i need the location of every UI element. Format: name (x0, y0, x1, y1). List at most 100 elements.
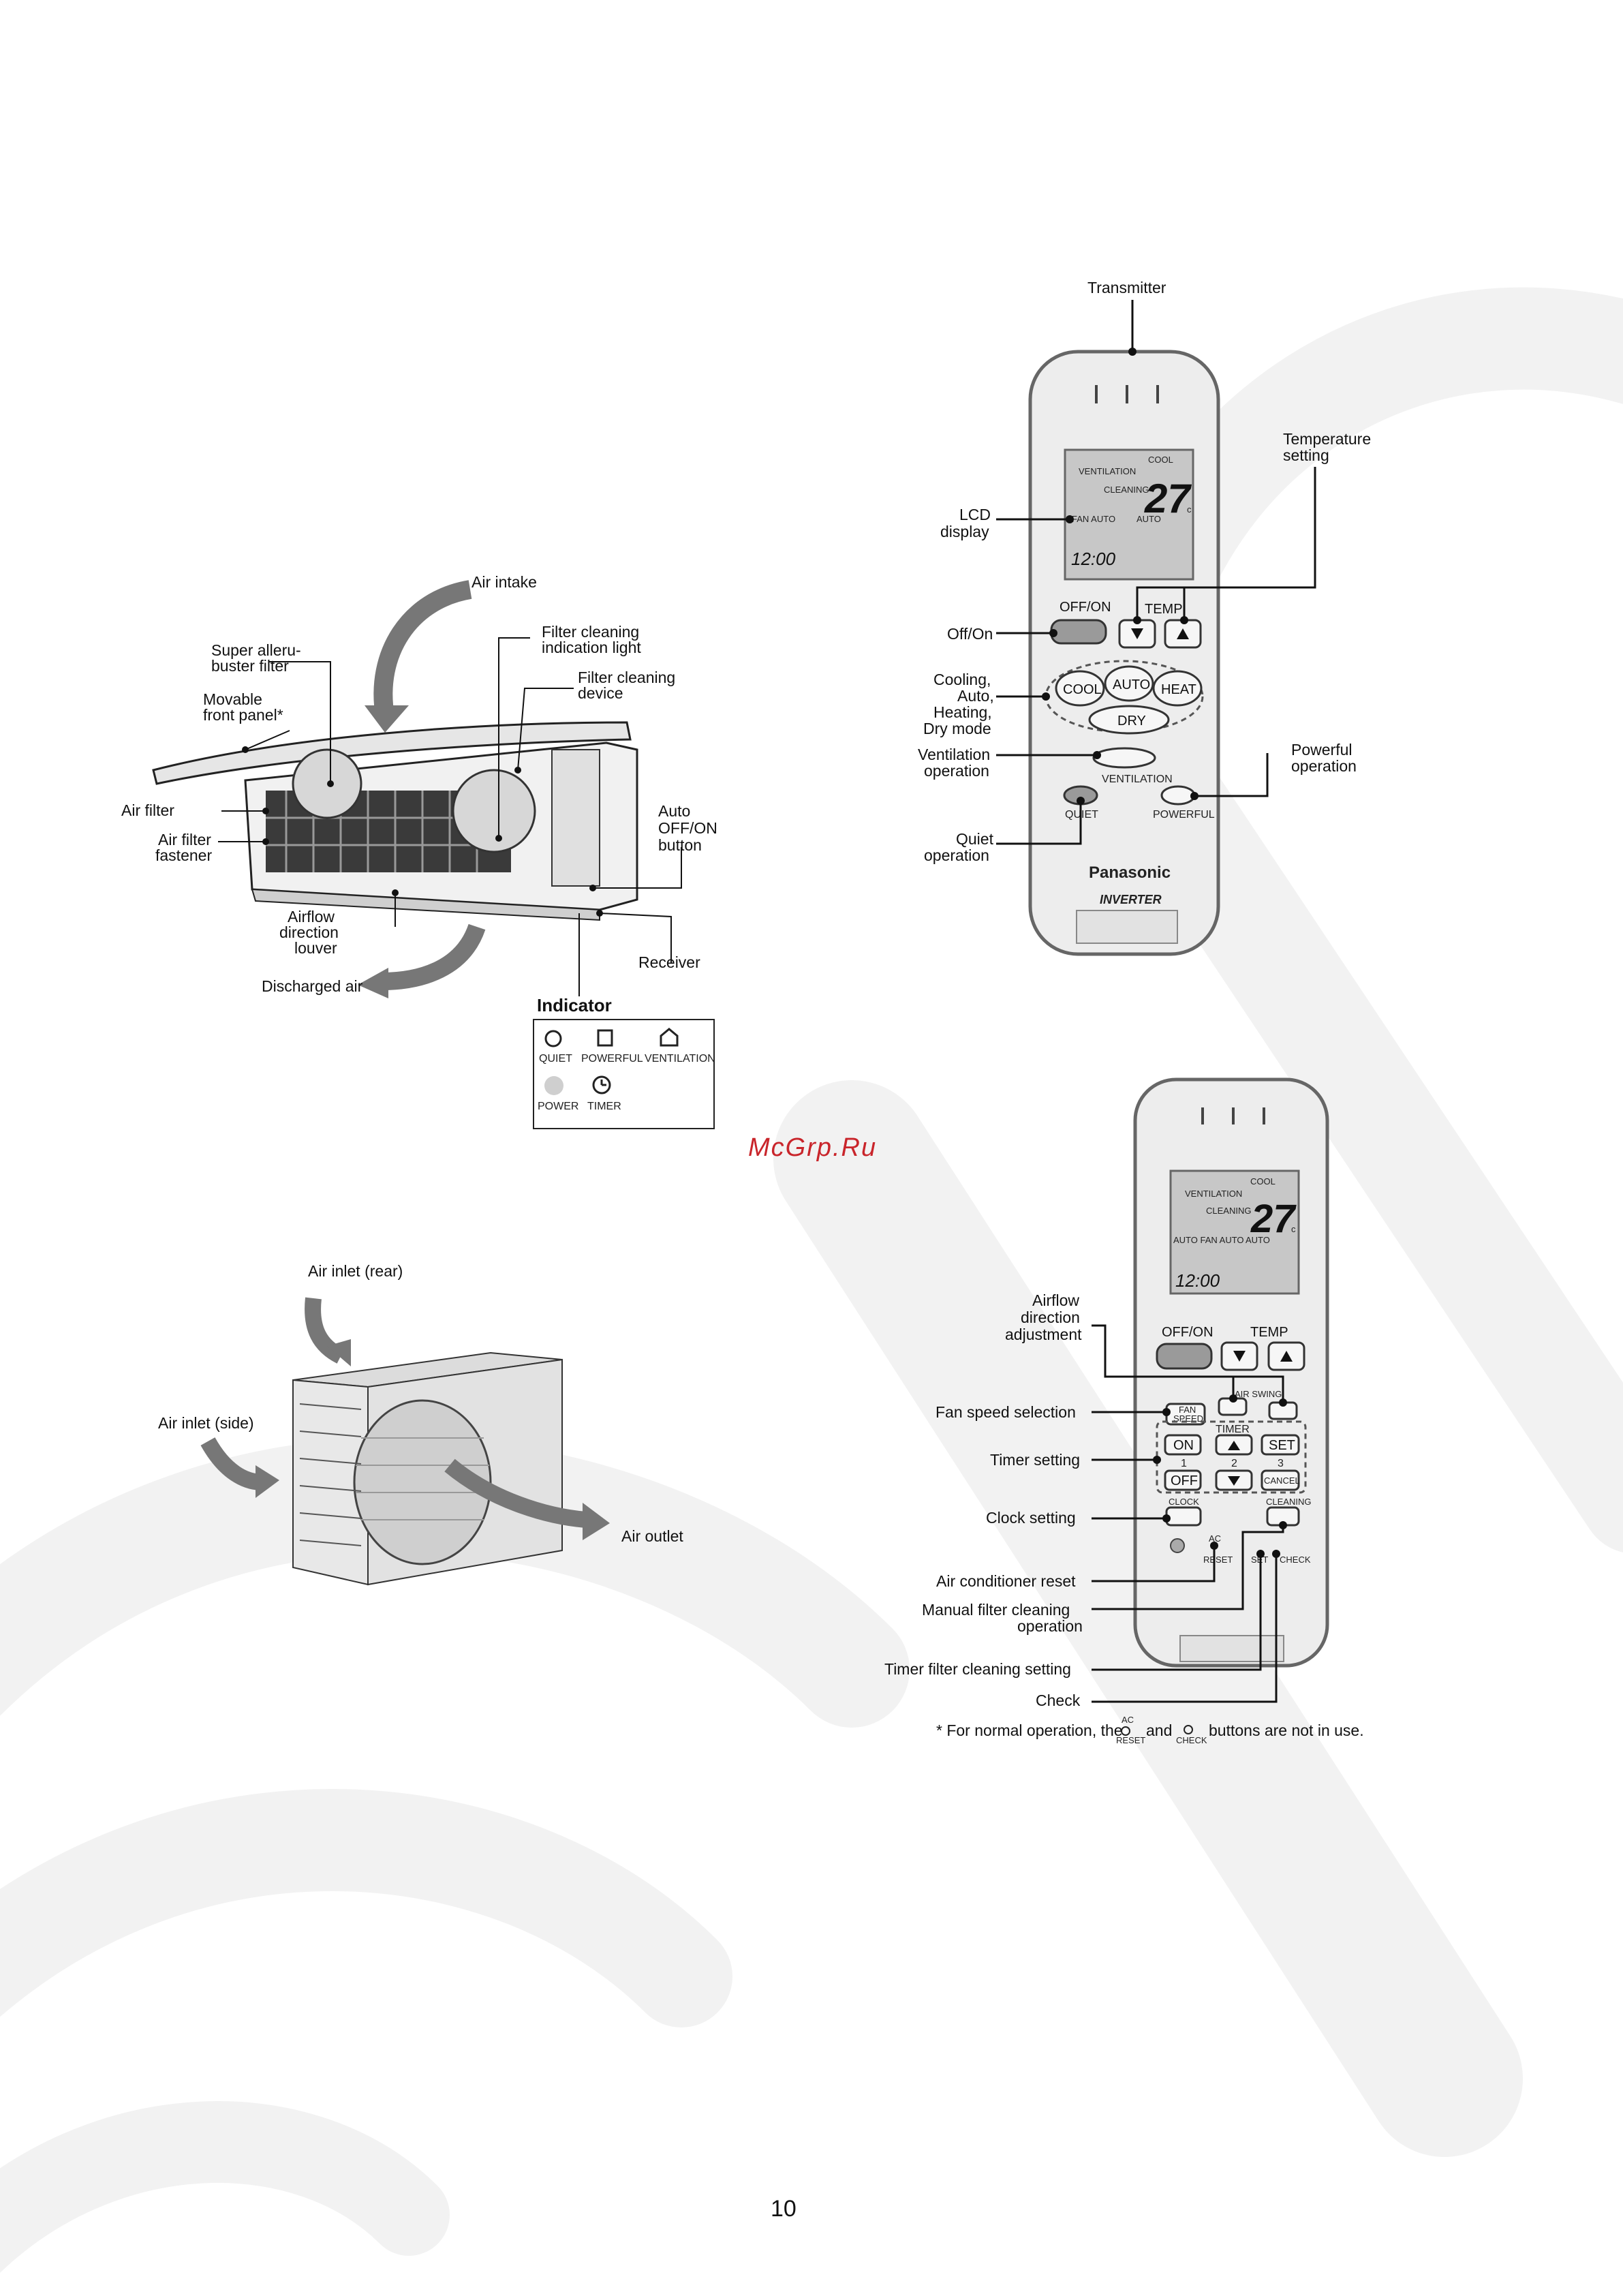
temp-button-label: TEMP (1145, 602, 1183, 617)
reset-hole-icon (1170, 1538, 1185, 1553)
heat-button[interactable] (1152, 670, 1203, 707)
temp-label-bottom: TEMP (1250, 1325, 1288, 1340)
lcd-clock: 12:00 (1071, 549, 1116, 569)
footnote-ac: AC (1122, 1715, 1134, 1725)
label-auto-3: button (658, 836, 702, 854)
brand-logo: Panasonic (1089, 863, 1171, 882)
label-air-outlet: Air outlet (621, 1527, 683, 1545)
lcd-fan: FAN AUTO (1072, 514, 1115, 524)
indicator-powerful: POWERFUL (581, 1053, 643, 1065)
auto-button-label: AUTO (1113, 677, 1150, 692)
offon-button-label: OFF/ON (1060, 600, 1111, 615)
label-airflow-3: adjustment (1005, 1326, 1082, 1343)
footnote-reset-icon (1121, 1726, 1130, 1736)
label-filter-light-2: indication light (542, 639, 641, 656)
label-fastener-2: fastener (155, 846, 212, 864)
timer-on-label: ON (1173, 1438, 1194, 1453)
dry-button[interactable] (1088, 705, 1170, 735)
indicator-box (533, 1019, 715, 1129)
label-louver-2: direction (279, 923, 339, 941)
footnote-check-icon (1184, 1725, 1193, 1734)
label-mode-4: Dry mode (923, 720, 991, 737)
label-louver-3: louver (294, 939, 337, 957)
timer-set-label: SET (1269, 1438, 1295, 1453)
air-intake-arrow (373, 580, 472, 718)
offon-button-bottom[interactable] (1156, 1343, 1213, 1370)
fan-speed-label-1: FAN (1179, 1405, 1196, 1415)
powerful-indicator-icon (597, 1029, 613, 1047)
reset-label: RESET (1203, 1555, 1233, 1565)
timer-on-button[interactable] (1164, 1434, 1202, 1456)
lcd-unit-bottom: c (1291, 1224, 1296, 1234)
lcd-clock-bottom: 12:00 (1175, 1270, 1220, 1291)
timer-num-2: 2 (1231, 1458, 1237, 1469)
lcd-auto: AUTO (1137, 514, 1161, 524)
offon-label-bottom: OFF/ON (1162, 1325, 1214, 1340)
clock-button[interactable] (1165, 1506, 1202, 1527)
label-mode-3: Heating, (933, 703, 992, 721)
timer-off-button[interactable] (1164, 1469, 1202, 1491)
label-check: Check (1036, 1692, 1081, 1709)
label-clock: Clock setting (986, 1509, 1076, 1527)
label-powerful-1: Powerful (1291, 741, 1352, 759)
label-movable-1: Movable (203, 690, 262, 708)
ventilation-indicator-icon (660, 1028, 679, 1047)
label-quiet-1: Quiet (956, 830, 994, 848)
lcd-temperature: 27 (1144, 476, 1192, 521)
check-label: CHECK (1280, 1555, 1311, 1565)
power-indicator-icon (544, 1076, 563, 1095)
timer-cancel-button[interactable] (1261, 1469, 1300, 1491)
indicator-ventilation: VENTILATION (645, 1053, 715, 1065)
air-outlet-arrow (444, 1458, 587, 1528)
label-filter-device-1: Filter cleaning (578, 669, 675, 686)
lcd-fan-bottom: AUTO FAN AUTO (1173, 1235, 1244, 1245)
timer-num-1: 1 (1181, 1458, 1187, 1469)
label-timer: Timer setting (990, 1451, 1080, 1469)
discharged-air-arrow (381, 923, 486, 990)
timer-indicator-icon (592, 1075, 611, 1095)
watermark-text: McGrp.Ru (748, 1133, 878, 1162)
inlet-rear-arrow (305, 1297, 345, 1364)
page-number: 10 (771, 2196, 797, 2222)
lcd-cleaning-bottom: CLEANING (1206, 1206, 1251, 1216)
auto-button[interactable] (1104, 665, 1154, 702)
footnote-part-3: buttons are not in use. (1209, 1721, 1364, 1739)
label-filter-device-2: device (578, 684, 623, 702)
timer-set-button[interactable] (1261, 1434, 1300, 1456)
indicator-timer: TIMER (587, 1101, 621, 1112)
label-airflow-1: Airflow (1032, 1291, 1079, 1309)
label-fan-speed: Fan speed selection (936, 1403, 1076, 1421)
powerful-button-label: POWERFUL (1153, 809, 1215, 821)
label-receiver: Receiver (638, 953, 700, 971)
timer-label: TIMER (1216, 1424, 1250, 1435)
quiet-button-label: QUIET (1065, 809, 1098, 821)
dry-button-label: DRY (1117, 714, 1146, 729)
footnote-reset: RESET (1116, 1735, 1145, 1745)
label-discharged-air: Discharged air (262, 977, 363, 995)
lcd-cleaning: CLEANING (1104, 485, 1149, 495)
clock-label: CLOCK (1169, 1497, 1199, 1507)
label-manual-1: Manual filter cleaning (922, 1601, 1070, 1619)
label-timer-filter: Timer filter cleaning setting (884, 1660, 1071, 1678)
label-lcd-1: LCD (959, 506, 991, 523)
footnote-part-1: * For normal operation, the (936, 1721, 1123, 1739)
filter-cleaning-device (452, 769, 536, 853)
fan-grille (353, 1399, 492, 1565)
timer-group (1156, 1420, 1307, 1494)
label-auto-2: OFF/ON (658, 819, 717, 837)
temp-down-arrow-icon (1131, 628, 1143, 639)
label-manual-2: operation (1017, 1617, 1083, 1635)
ac-label: AC (1209, 1533, 1221, 1544)
cool-button[interactable] (1055, 670, 1105, 707)
indicator-title: Indicator (537, 995, 612, 1015)
label-air-inlet-side: Air inlet (side) (158, 1414, 254, 1432)
ventilation-button[interactable] (1092, 747, 1156, 769)
cool-button-label: COOL (1063, 682, 1102, 697)
label-fastener-1: Air filter (158, 831, 211, 848)
timer-off-label: OFF (1171, 1473, 1198, 1488)
